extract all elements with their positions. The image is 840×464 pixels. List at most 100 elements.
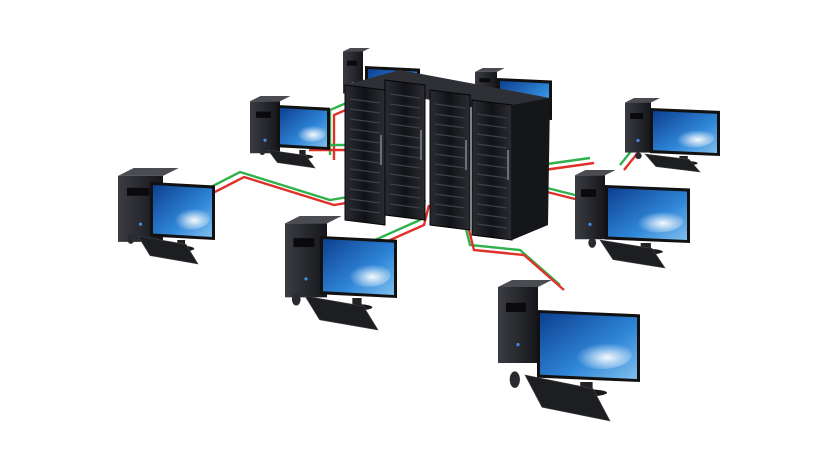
red-cable xyxy=(467,229,565,291)
server-unit xyxy=(476,183,508,189)
desktop-computer-icon xyxy=(118,168,215,265)
server-unit xyxy=(434,133,466,139)
server-unit xyxy=(389,133,421,139)
server-unit xyxy=(476,173,508,179)
server-unit xyxy=(434,123,466,129)
server-unit xyxy=(349,168,381,174)
server-unit xyxy=(389,163,421,169)
monitor-stand xyxy=(352,298,362,306)
server-unit xyxy=(389,113,421,119)
server-unit xyxy=(389,143,421,149)
drive-bay xyxy=(127,187,150,196)
drive-bay xyxy=(630,113,644,119)
server-cabinet xyxy=(429,89,471,231)
server-unit xyxy=(349,188,381,194)
server-unit xyxy=(349,108,381,114)
server-unit xyxy=(476,153,508,159)
pc-tower xyxy=(498,287,538,363)
cloud-wallpaper xyxy=(344,262,391,287)
drive-bay xyxy=(581,189,596,197)
server-unit xyxy=(389,153,421,159)
power-led xyxy=(516,343,520,347)
server-unit xyxy=(476,193,508,199)
server-unit xyxy=(476,223,508,229)
keyboard xyxy=(524,374,611,422)
tower-top xyxy=(118,168,179,176)
red-cable xyxy=(378,204,431,247)
cabinet-door xyxy=(471,99,513,241)
server-unit xyxy=(434,103,466,109)
drive-bay xyxy=(293,238,315,248)
pc-tower xyxy=(250,101,280,154)
drive-bay xyxy=(256,111,271,118)
server-cabinet xyxy=(344,84,386,226)
server-unit xyxy=(389,93,421,99)
server-unit xyxy=(389,123,421,129)
front-computers xyxy=(285,216,640,422)
tower-top xyxy=(475,68,505,72)
server-unit xyxy=(349,208,381,214)
cabinet-door xyxy=(344,84,386,226)
rack-top xyxy=(345,70,550,112)
mouse xyxy=(588,237,597,248)
server-unit xyxy=(476,143,508,149)
server-unit xyxy=(389,203,421,209)
keyboard xyxy=(267,149,316,169)
server-unit xyxy=(434,163,466,169)
mouse xyxy=(635,152,642,160)
server-unit xyxy=(349,128,381,134)
keyboard xyxy=(599,239,666,269)
cloud-wallpaper xyxy=(293,123,326,142)
server-unit xyxy=(349,178,381,184)
server-unit xyxy=(349,198,381,204)
cabinet-door xyxy=(384,79,426,221)
server-unit xyxy=(434,183,466,189)
drive-bay xyxy=(479,78,491,83)
server-unit xyxy=(476,123,508,129)
tower-top xyxy=(343,48,370,52)
server-unit xyxy=(349,98,381,104)
power-led xyxy=(263,138,267,142)
desktop-computer-icon xyxy=(250,96,330,169)
desktop-computer-icon xyxy=(625,98,720,173)
server-unit xyxy=(389,173,421,179)
drive-bay xyxy=(347,60,357,66)
mouse xyxy=(509,371,520,388)
tower-top xyxy=(625,98,661,103)
tower-top xyxy=(250,96,291,102)
server-unit xyxy=(434,213,466,219)
mouse xyxy=(291,293,301,306)
keyboard xyxy=(304,295,379,331)
server-unit xyxy=(389,193,421,199)
server-unit xyxy=(434,153,466,159)
server-cabinet xyxy=(384,79,426,221)
server-unit xyxy=(476,203,508,209)
power-led xyxy=(588,222,592,226)
rack-side xyxy=(512,98,550,240)
server-unit xyxy=(476,213,508,219)
keyboard xyxy=(137,235,199,265)
cloud-wallpaper xyxy=(672,128,715,148)
server-unit xyxy=(434,193,466,199)
power-led xyxy=(636,138,640,143)
monitor-stand xyxy=(299,150,306,156)
desktop-computer-icon xyxy=(285,216,397,331)
server-unit xyxy=(434,143,466,149)
server-unit xyxy=(349,158,381,164)
server-unit xyxy=(389,103,421,109)
server-unit xyxy=(476,163,508,169)
mouse xyxy=(127,233,135,244)
tower-top xyxy=(285,216,342,224)
server-unit xyxy=(434,173,466,179)
cabinet-door xyxy=(429,89,471,231)
desktop-computer-icon xyxy=(498,280,640,422)
tower-top xyxy=(575,170,616,176)
server-unit xyxy=(476,133,508,139)
power-led xyxy=(304,277,308,281)
pc-tower xyxy=(575,175,605,240)
monitor-stand xyxy=(640,243,651,250)
server-unit xyxy=(434,203,466,209)
server-unit xyxy=(476,113,508,119)
server-unit xyxy=(349,118,381,124)
